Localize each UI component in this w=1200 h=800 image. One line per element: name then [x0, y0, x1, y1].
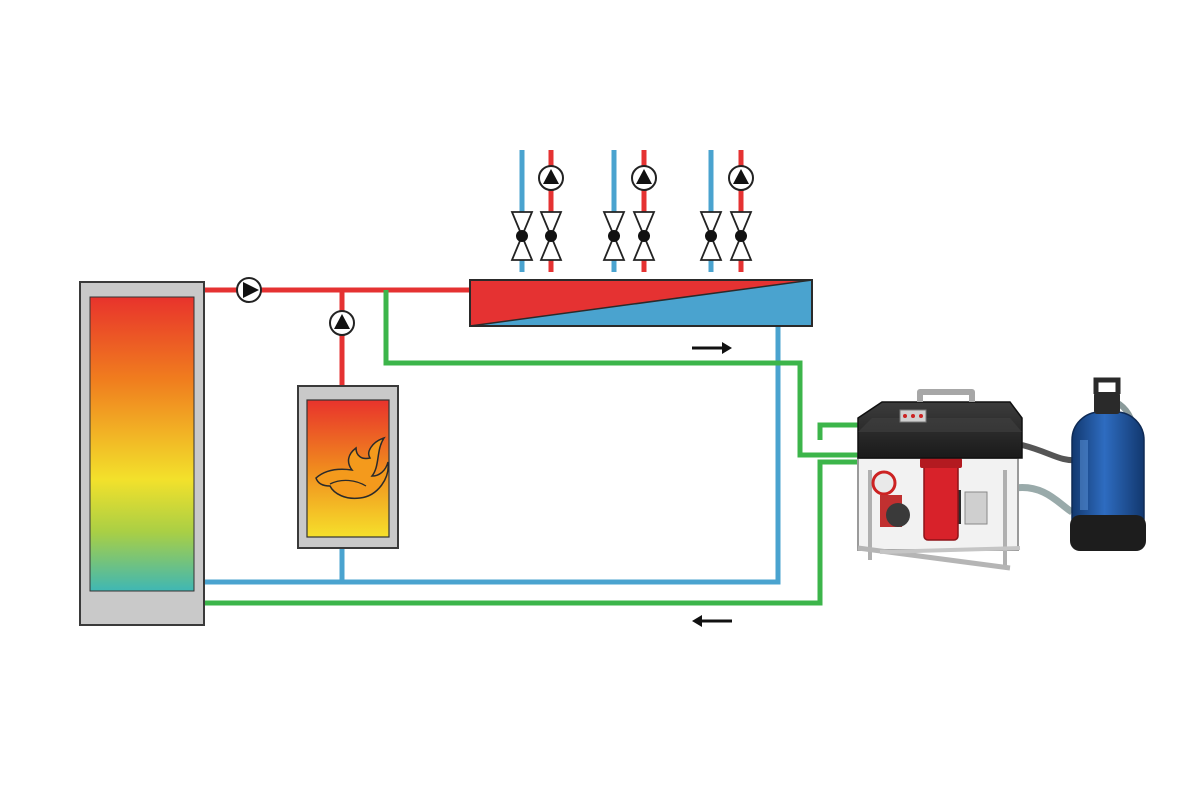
boiler-pump-icon	[329, 310, 355, 336]
valve-icon	[602, 211, 626, 261]
circuit-2-pump-icon	[631, 165, 657, 191]
valve-icon	[632, 211, 656, 261]
buffer-tank-fill	[89, 296, 195, 592]
supply-pipes	[205, 150, 744, 388]
valve-icon	[699, 211, 723, 261]
circuit-valves	[510, 211, 753, 261]
valve-icon	[510, 211, 534, 261]
circuit-3-pump-icon	[728, 165, 754, 191]
bypass-pipe-lower	[205, 459, 858, 606]
manifold-outline	[469, 279, 813, 327]
vessel-base	[1070, 515, 1146, 551]
return-pipes	[205, 150, 781, 585]
unit-hose-upper	[1021, 442, 1079, 464]
circuit-1-pump-icon	[538, 165, 564, 191]
carry-handle	[917, 389, 975, 402]
water-treatment-unit	[857, 389, 1139, 571]
distribution-manifold	[469, 279, 813, 327]
filter-housing	[923, 461, 959, 541]
bypass-pipe-stub	[817, 422, 858, 440]
return-pipe-main	[205, 322, 781, 585]
circulation-pumps	[236, 165, 754, 336]
boiler-fill	[306, 399, 390, 538]
bypass-pipe-upper	[383, 290, 858, 458]
flow-arrow-right	[692, 342, 732, 354]
vessel-head	[1094, 392, 1120, 414]
buffer-tank	[79, 281, 205, 626]
main-pump-icon	[236, 277, 262, 303]
flow-arrow-left	[692, 615, 732, 627]
filter-cap	[920, 458, 962, 468]
pressure-vessel	[1070, 377, 1146, 551]
vessel-handle	[1093, 377, 1121, 394]
pressure-gauge-icon	[871, 470, 897, 496]
bypass-pipes	[205, 290, 858, 606]
flame-detail	[329, 479, 367, 487]
boiler	[297, 385, 399, 549]
valve-icon	[539, 211, 563, 261]
unit-hose-lower	[1014, 484, 1074, 516]
manifold-divider	[469, 279, 813, 327]
unit-motor	[886, 503, 910, 527]
valve-icon	[729, 211, 753, 261]
flame-icon	[315, 436, 389, 500]
